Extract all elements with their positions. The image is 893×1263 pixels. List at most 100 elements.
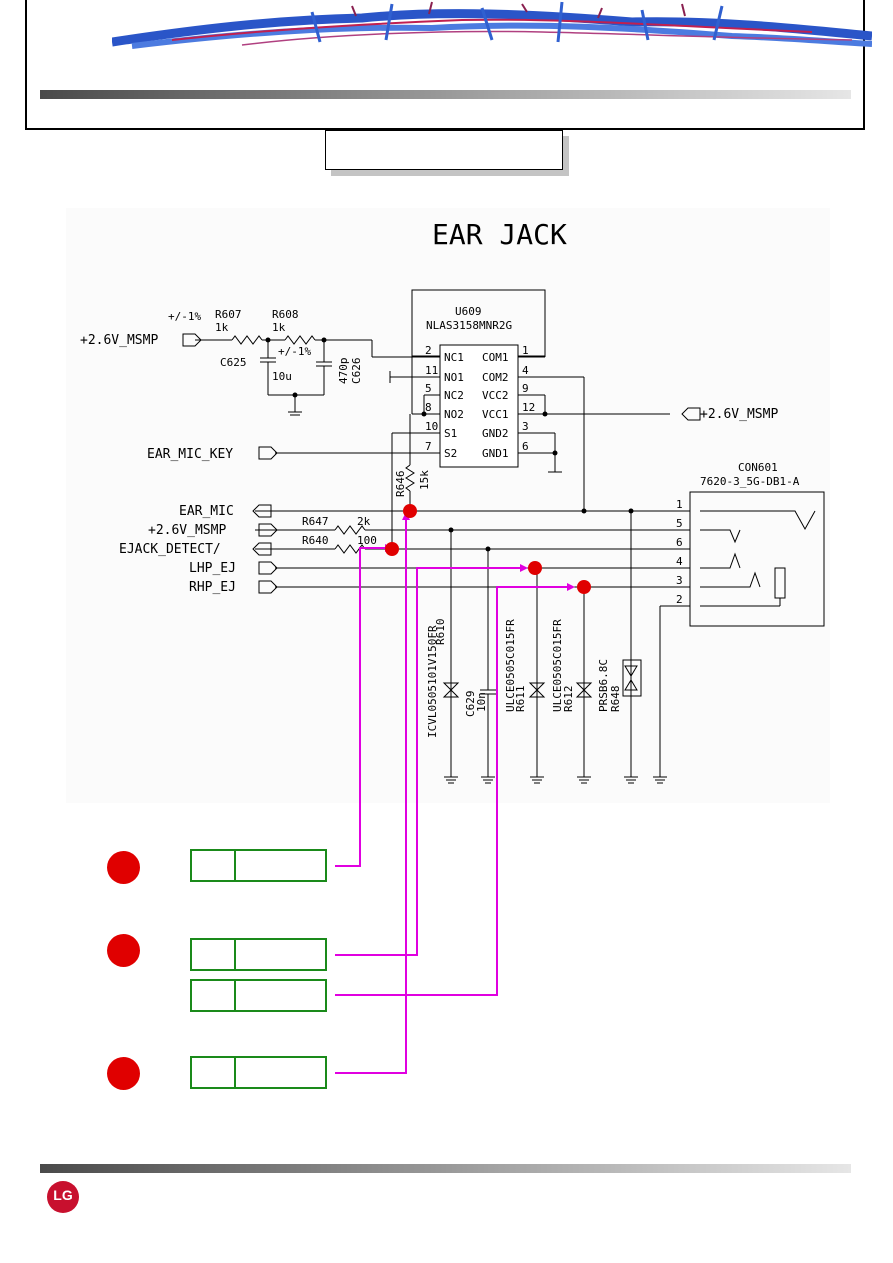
ic-left-pin-name: NC2 xyxy=(444,389,464,402)
r611-ref: R611 xyxy=(514,686,527,713)
connector-pin-number: 3 xyxy=(676,574,683,587)
ic-ref: U609 xyxy=(455,305,482,318)
net-ear-mic-key: EAR_MIC_KEY xyxy=(147,447,233,462)
connector-pin-number: 6 xyxy=(676,536,683,549)
r646-value: 15k xyxy=(418,470,431,490)
ic-right-pin-name: COM2 xyxy=(482,371,509,384)
port-ejack-detect xyxy=(252,542,272,556)
port-ear-mic xyxy=(252,504,272,518)
lg-logo: LG xyxy=(47,1181,79,1213)
connector-pin-number: 1 xyxy=(676,498,683,511)
connector-part: 7620-3_5G-DB1-A xyxy=(700,475,800,488)
red-markers xyxy=(385,504,591,594)
connector-pin-number: 2 xyxy=(676,593,683,606)
con601-body xyxy=(689,491,825,627)
ic-right-pin-name: GND2 xyxy=(482,427,509,440)
c626-ref: C626 xyxy=(350,358,363,385)
net-ejack-detect: EJACK_DETECT/ xyxy=(119,542,221,557)
port-rhp xyxy=(258,580,278,594)
c629-value: 10n xyxy=(475,692,488,712)
callout-lines xyxy=(335,513,567,1074)
r607-tolerance: +/-1% xyxy=(168,310,201,323)
port-msmp-in xyxy=(182,333,202,347)
ground-symbols xyxy=(444,776,667,784)
r612-part: ULCE0505C015FR xyxy=(551,619,564,712)
c629-ref: C629 xyxy=(464,691,477,718)
c625-value: 10u xyxy=(272,370,292,383)
port-ear-mic-key xyxy=(258,446,278,460)
r640-resistor xyxy=(334,544,366,554)
r647-ref: R647 xyxy=(302,515,329,528)
port-msmp-right xyxy=(681,407,701,421)
port-lhp xyxy=(258,561,278,575)
r640-value: 100 xyxy=(357,534,377,547)
schematic-title: EAR JACK xyxy=(432,218,567,251)
r647-resistor xyxy=(334,525,366,535)
ic-right-pin-name: VCC2 xyxy=(482,389,509,402)
r607-value: 1k xyxy=(215,321,229,334)
r608-ref: R608 xyxy=(272,308,299,321)
ic-left-pin-number: 11 xyxy=(425,364,438,377)
section-title-box xyxy=(325,130,563,170)
r607-ref: R607 xyxy=(215,308,242,321)
marker-bubble-3 xyxy=(107,1057,140,1090)
r648-ref: R648 xyxy=(609,686,622,713)
footer-gradient-bar xyxy=(40,1164,851,1173)
r640-ref: R640 xyxy=(302,534,329,547)
ic-left-pin-number: 7 xyxy=(425,440,432,453)
lg-logo-text: LG xyxy=(53,1187,73,1203)
marker-bubble-2 xyxy=(107,934,140,967)
connector-ref: CON601 xyxy=(738,461,778,474)
port-msmp-mid xyxy=(258,523,278,537)
ic-right-pin-name: COM1 xyxy=(482,351,509,364)
r647-value: 2k xyxy=(357,515,371,528)
net-msmp-right: +2.6V_MSMP xyxy=(700,407,778,422)
marker-bubble-1 xyxy=(107,851,140,884)
r608-value: 1k xyxy=(272,321,286,334)
ic-left-pin-name: S1 xyxy=(444,427,457,440)
header-frame xyxy=(25,0,872,130)
r648-part: PRSB6.8C xyxy=(597,659,610,712)
r608-resistor xyxy=(284,335,316,345)
r646-resistor xyxy=(405,464,415,492)
r611-part: ULCE0505C015FR xyxy=(504,619,517,712)
ic-right-pin-number: 3 xyxy=(522,420,529,433)
r610-ref: R610 xyxy=(434,619,447,646)
ic-left-pin-number: 8 xyxy=(425,401,432,414)
ic-right-pin-name: VCC1 xyxy=(482,408,509,421)
net-rhp: RHP_EJ xyxy=(189,580,236,595)
header-banner-art xyxy=(112,1,872,49)
ic-right-pin-number: 6 xyxy=(522,440,529,453)
callout-box-1 xyxy=(190,849,327,882)
ic-right-pin-name: GND1 xyxy=(482,447,509,460)
r612-ref: R612 xyxy=(562,686,575,713)
ic-left-pin-name: NO1 xyxy=(444,371,464,384)
net-ear-mic: EAR_MIC xyxy=(179,504,234,519)
ic-right-pin-number: 9 xyxy=(522,382,529,395)
callout-box-3 xyxy=(190,979,327,1012)
r607-resistor xyxy=(231,335,263,345)
schematic-background xyxy=(66,208,830,803)
r608-tolerance: +/-1% xyxy=(278,345,311,358)
callout-box-4 xyxy=(190,1056,327,1089)
ic-right-pin-number: 1 xyxy=(522,344,529,357)
ic-left-pin-name: NC1 xyxy=(444,351,464,364)
ic-u609-body xyxy=(439,344,519,468)
net-lhp: LHP_EJ xyxy=(189,561,236,576)
c625-ref: C625 xyxy=(220,356,247,369)
r610-part: ICVL0505101V150FR xyxy=(426,625,439,738)
ic-left-pin-name: S2 xyxy=(444,447,457,460)
ic-left-pin-number: 5 xyxy=(425,382,432,395)
c626-value: 470p xyxy=(337,358,350,385)
net-msmp-in: +2.6V_MSMP xyxy=(80,333,158,348)
callout-box-2 xyxy=(190,938,327,971)
ic-left-pin-name: NO2 xyxy=(444,408,464,421)
connector-pin-number: 4 xyxy=(676,555,683,568)
ic-right-pin-number: 4 xyxy=(522,364,529,377)
net-msmp-mid: +2.6V_MSMP xyxy=(148,523,226,538)
ic-right-pin-number: 12 xyxy=(522,401,535,414)
